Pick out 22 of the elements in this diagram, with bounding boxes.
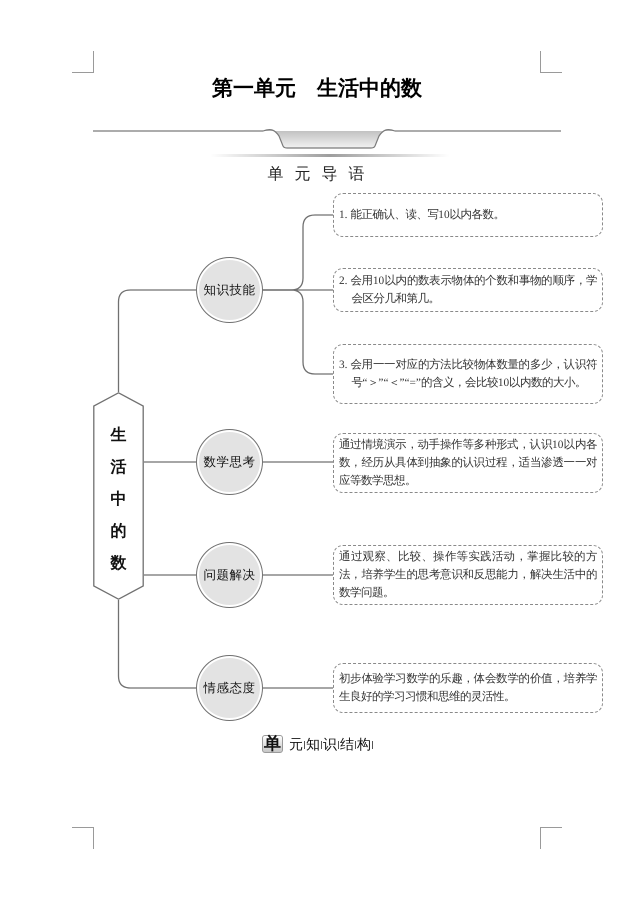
topic-circle: 情感态度 (196, 655, 263, 721)
page-title: 第一单元 生活中的数 (212, 75, 422, 102)
connector-line (118, 600, 196, 689)
topic-circle: 知识技能 (196, 257, 263, 323)
connector-line (263, 687, 333, 689)
topic-circle: 数学思考 (196, 429, 263, 495)
section-heading: 单元知识结构 (261, 733, 375, 756)
detail-box: 通过观察、比较、操作等实践活动，掌握比较的方法，培养学生的思考意识和反思能力，解决生活中的数学问题。 (333, 545, 603, 605)
detail-box: 2. 会用10以内的数表示物体的个数和事物的顺序，学会区分几和第几。 (333, 268, 603, 312)
detail-box: 通过情境演示，动手操作等多种形式，认识10以内各数，经历从具体到抽象的认识过程，适当渗透一一对应等数学思想。 (333, 433, 603, 493)
connector-line (263, 461, 333, 463)
topic-circle: 问题解决 (196, 542, 263, 608)
detail-box: 1. 能正确认、读、写10以内各数。 (333, 193, 603, 237)
connector-line (144, 574, 196, 576)
hexagon-banner: 生活中的数 (93, 392, 144, 600)
connector-line (263, 289, 333, 375)
detail-box: 3. 会用一一对应的方法比较物体数量的多少，认识符号“＞”“＜”“=”的含义，会比较10以内数的大小。 (333, 344, 603, 404)
connector-line (263, 574, 333, 576)
connector-line (118, 289, 196, 392)
section-subtitle: 单元导语 (266, 163, 376, 185)
connector-line (144, 461, 196, 463)
detail-box: 初步体验学习数学的乐趣，体会数学的价值，培养学生良好的学习习惯和思维的灵活性。 (333, 663, 603, 713)
